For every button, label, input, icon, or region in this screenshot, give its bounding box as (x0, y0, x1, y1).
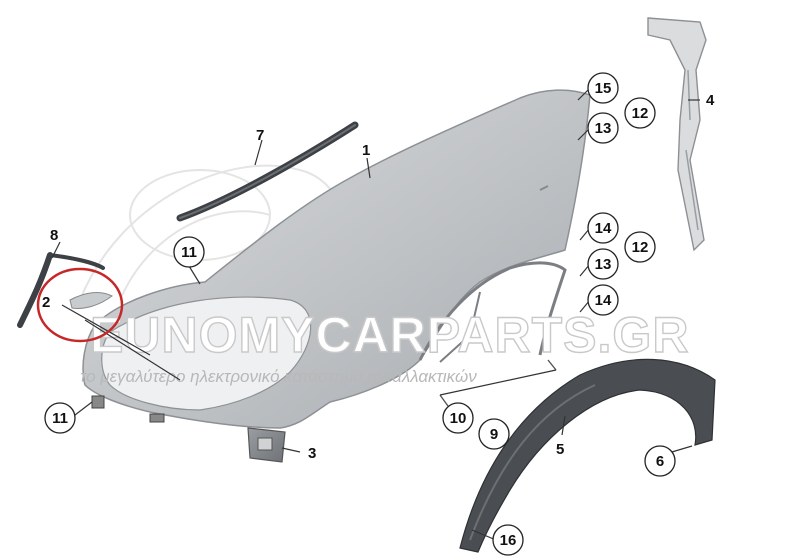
callout-12-top[interactable]: 12 (624, 97, 656, 129)
mounting-screws-part (439, 359, 557, 407)
svg-text:7: 7 (256, 127, 264, 144)
clip-part (247, 427, 286, 463)
fender-part (82, 89, 591, 429)
svg-text:14: 14 (595, 292, 612, 309)
fastener-clips-part (91, 395, 165, 423)
callout-2[interactable]: 2 (42, 294, 50, 311)
svg-text:12: 12 (632, 239, 649, 256)
callout-14-bottom[interactable]: 14 (587, 284, 619, 316)
callout-3[interactable]: 3 (308, 445, 316, 462)
callout-13-top[interactable]: 13 (587, 112, 619, 144)
svg-text:9: 9 (490, 426, 498, 443)
svg-text:16: 16 (500, 532, 517, 549)
callout-6[interactable]: 6 (644, 445, 676, 477)
highlight-ring (36, 267, 124, 343)
callout-13-bottom[interactable]: 13 (587, 248, 619, 280)
callout-14-top[interactable]: 14 (587, 212, 619, 244)
callout-9[interactable]: 9 (478, 418, 510, 450)
callout-1[interactable]: 1 (362, 142, 370, 159)
callout-4[interactable]: 4 (706, 92, 715, 109)
svg-text:8: 8 (50, 227, 58, 244)
svg-text:3: 3 (308, 445, 316, 462)
callout-15[interactable]: 15 (587, 72, 619, 104)
svg-text:11: 11 (181, 244, 197, 261)
callout-11-bottom[interactable]: 11 (44, 402, 76, 434)
vertical-bracket-part (647, 17, 707, 252)
svg-text:13: 13 (595, 120, 612, 137)
callout-11-top[interactable]: 11 (173, 236, 205, 268)
svg-text:12: 12 (632, 105, 649, 122)
svg-text:11: 11 (52, 410, 68, 427)
svg-text:10: 10 (450, 410, 467, 427)
svg-text:5: 5 (556, 441, 564, 458)
small-bracket-part (69, 292, 113, 309)
svg-text:2: 2 (42, 294, 50, 311)
svg-text:4: 4 (706, 92, 715, 109)
watermark-tagline: το μεγαλύτερο ηλεκτρονικό κατάστημα αντα… (80, 367, 477, 386)
svg-text:6: 6 (656, 453, 664, 470)
svg-text:15: 15 (595, 80, 612, 97)
callout-16[interactable]: 16 (492, 524, 524, 556)
callout-5[interactable]: 5 (556, 441, 564, 458)
watermark: EUNOMYCARPARTS.GR το μεγαλύτερο ηλεκτρον… (80, 306, 689, 386)
wheel-arch-trim-part (459, 358, 716, 553)
svg-text:14: 14 (595, 220, 612, 237)
callout-12-bottom[interactable]: 12 (624, 231, 656, 263)
callouts: 1 2 3 4 5 6 7 8 9 10 11 11 12 12 (42, 72, 715, 556)
svg-text:13: 13 (595, 256, 612, 273)
trim-strip-part (17, 252, 105, 328)
callout-8[interactable]: 8 (50, 227, 58, 244)
callout-10[interactable]: 10 (442, 402, 474, 434)
seal-strip-part (176, 121, 359, 222)
watermark-brand: EUNOMYCARPARTS.GR (90, 307, 689, 363)
svg-text:1: 1 (362, 142, 370, 159)
callout-7[interactable]: 7 (256, 127, 264, 144)
